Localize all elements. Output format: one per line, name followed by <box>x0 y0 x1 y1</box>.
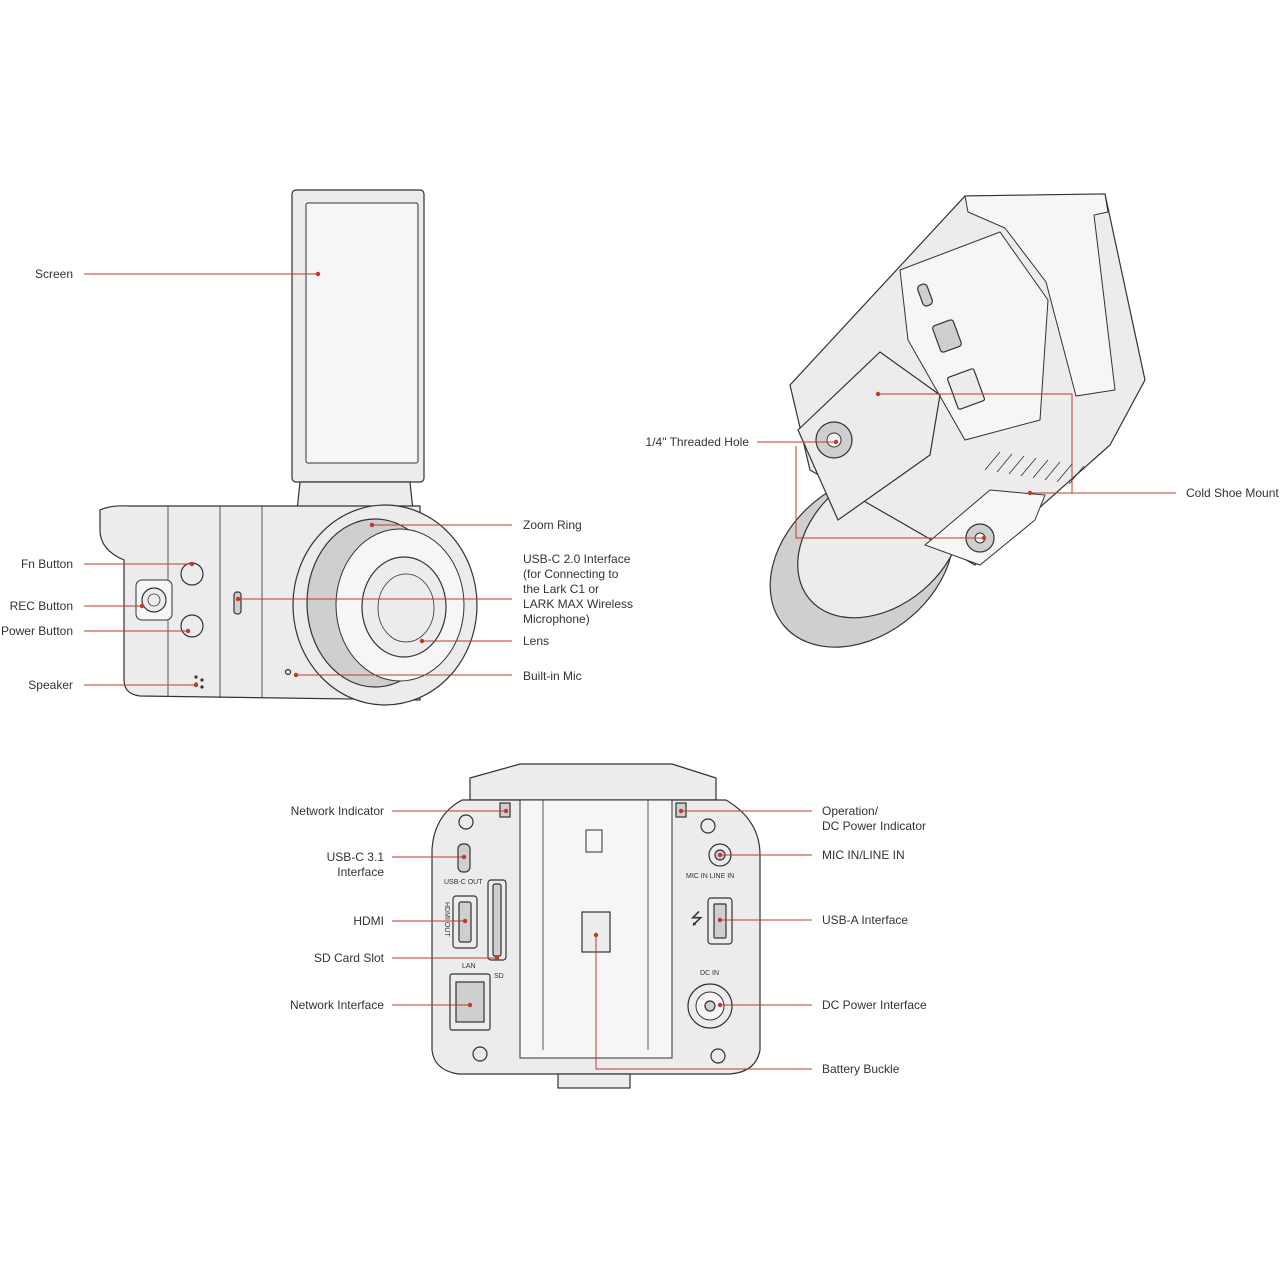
power-button[interactable] <box>180 614 204 638</box>
rear-bottom-mount <box>557 1073 631 1089</box>
label-builtin-mic: Built-in Mic <box>523 669 582 683</box>
label-usb-c-31: USB-C 3.1 Interface <box>326 850 384 879</box>
label-dc-power: DC Power Interface <box>822 998 927 1012</box>
mic-line-in-marking: MIC IN LINE IN <box>686 873 734 880</box>
label-zoom-ring: Zoom Ring <box>523 518 582 532</box>
rear-screw-br <box>710 1048 726 1064</box>
label-usb-a: USB-A Interface <box>822 913 909 927</box>
folded-screen <box>964 193 1116 397</box>
label-cold-shoe: Cold Shoe Mount <box>1186 486 1279 500</box>
label-fn-button: Fn Button <box>20 557 73 571</box>
label-network-interface: Network Interface <box>289 998 384 1012</box>
bottom-view-camera <box>769 193 1146 648</box>
label-hdmi: HDMI <box>353 914 384 928</box>
usb-symbol-icon: ⭍ <box>690 909 703 928</box>
usb-c-out-marking: USB-C OUT <box>444 879 483 886</box>
label-battery-buckle: Battery Buckle <box>822 1062 900 1076</box>
front-view-camera <box>99 189 478 706</box>
hdmi-out-marking: HDMI OUT <box>443 902 450 937</box>
screen-display <box>305 202 419 464</box>
lens-glass <box>361 556 447 658</box>
label-network-indicator: Network Indicator <box>290 804 384 818</box>
threaded-hole <box>826 432 842 448</box>
side-port-panel <box>899 231 1049 441</box>
battery-latch <box>585 829 603 853</box>
rear-screw-tl <box>458 814 474 830</box>
label-screen: Screen <box>34 267 73 281</box>
label-operation-indicator: Operation/ DC Power Indicator <box>822 804 927 833</box>
label-power-button: Power Button <box>0 624 73 638</box>
rear-screw-tr <box>700 818 716 834</box>
label-threaded-hole: 1/4" Threaded Hole <box>645 435 749 449</box>
rear-screw-bl <box>472 1046 488 1062</box>
label-rec-button: REC Button <box>9 599 73 613</box>
rear-top-lip <box>469 763 717 801</box>
label-lens: Lens <box>523 634 550 648</box>
dc-in-marking: DC IN <box>700 970 719 977</box>
usb-c-2-port <box>233 591 242 615</box>
builtin-mic-hole <box>284 668 292 676</box>
front-view-leaders <box>84 271 512 688</box>
label-sd-slot: SD Card Slot <box>313 951 384 965</box>
sd-marking: SD <box>494 973 504 980</box>
lan-marking: LAN <box>462 963 476 970</box>
label-mic-in: MIC IN/LINE IN <box>822 848 905 862</box>
rec-button[interactable] <box>141 587 167 613</box>
rear-view-leaders <box>392 808 812 1070</box>
label-usb-c-20: USB-C 2.0 Interface (for Connecting to t… <box>523 552 634 626</box>
label-speaker: Speaker <box>28 678 73 692</box>
fn-button[interactable] <box>180 562 204 586</box>
bottom-view-leaders <box>757 391 1176 541</box>
